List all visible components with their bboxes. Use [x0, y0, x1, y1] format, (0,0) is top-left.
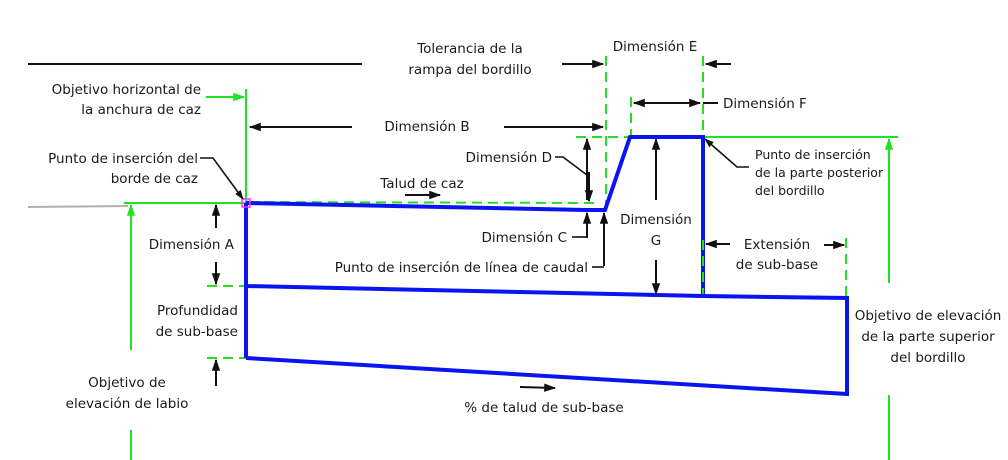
- label-lip-elevation-target-2: elevación de labio: [66, 396, 189, 412]
- label-subbase-depth-2: de sub-base: [156, 324, 238, 340]
- gutter-edge-insertion-marker[interactable]: [241, 198, 251, 208]
- existing-ground-line: [27, 205, 129, 208]
- label-subbase-extension: Extensión: [744, 237, 810, 253]
- label-gutter-slope: Talud de caz: [379, 176, 463, 192]
- subbase-top: [245, 284, 704, 298]
- label-subbase-slope: % de talud de sub-base: [464, 400, 623, 416]
- label-dim-a: Dimensión A: [149, 237, 235, 253]
- label-gutter-width-target: Objetivo horizontal de: [52, 82, 201, 98]
- label-top-curb-elevation: Objetivo de elevación: [855, 308, 1002, 324]
- label-curb-ramp-tolerance: Tolerancia de la: [416, 41, 523, 57]
- label-dim-g-2: G: [651, 233, 661, 249]
- back-curb-leader: [704, 138, 749, 168]
- label-dim-c: Dimensión C: [482, 230, 567, 246]
- label-subbase-extension-2: de sub-base: [736, 257, 818, 273]
- label-dim-f: Dimensión F: [723, 96, 807, 112]
- label-dim-g: Dimensión: [620, 212, 692, 228]
- label-top-curb-elevation-2: de la parte superior: [861, 329, 995, 345]
- gutter-surface: [245, 135, 705, 296]
- label-dim-e: Dimensión E: [613, 39, 698, 55]
- label-back-curb-insert-3: del bordillo: [755, 183, 825, 198]
- label-flowline-insert: Punto de inserción de línea de caudal: [335, 260, 588, 276]
- label-dim-b: Dimensión B: [384, 119, 469, 135]
- subbase-outline: [245, 294, 849, 397]
- label-back-curb-insert: Punto de inserción: [755, 147, 871, 162]
- dim-d-leader: [555, 156, 588, 176]
- label-curb-ramp-tolerance-2: rampa del bordillo: [408, 62, 531, 78]
- label-dim-d: Dimensión D: [466, 150, 552, 166]
- label-lip-elevation-target: Objetivo de: [88, 375, 166, 391]
- label-gutter-width-target-2: la anchura de caz: [81, 102, 201, 118]
- label-gutter-edge-insert-2: borde de caz: [111, 171, 198, 187]
- label-back-curb-insert-2: de la parte posterior: [755, 165, 884, 180]
- gutter-edge-leader: [200, 157, 244, 200]
- gutter-slope-guide: [247, 201, 597, 204]
- label-subbase-depth: Profundidad: [157, 303, 238, 319]
- label-gutter-edge-insert: Punto de inserción del: [48, 151, 198, 167]
- subbase-slope-arrow: [519, 383, 557, 392]
- label-top-curb-elevation-3: del bordillo: [890, 350, 965, 366]
